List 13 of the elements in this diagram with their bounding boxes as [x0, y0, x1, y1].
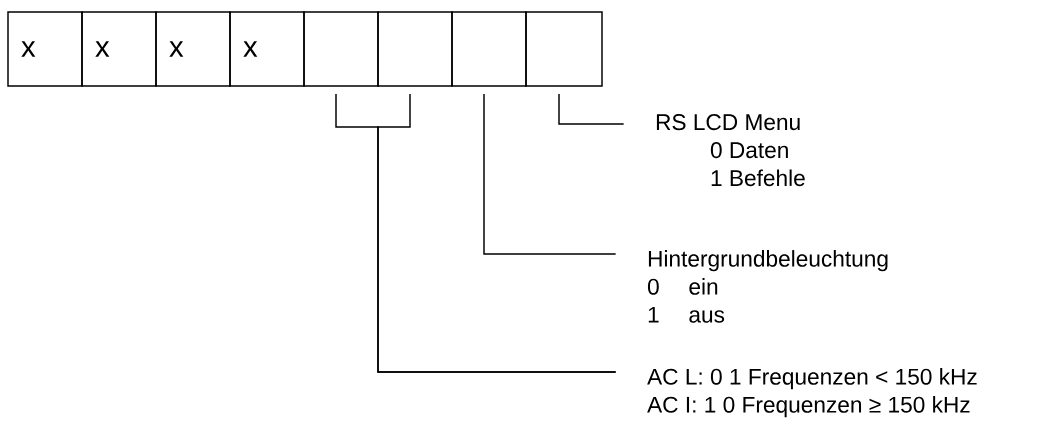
- bit-cell: x: [155, 11, 231, 87]
- empty-cell: [377, 11, 453, 87]
- bit-cell: x: [81, 11, 157, 87]
- empty-cell: [525, 11, 603, 87]
- bit-cell: x: [229, 11, 305, 87]
- empty-cell: [451, 11, 527, 87]
- connector-line: [558, 93, 625, 125]
- bit-cell: x: [7, 11, 83, 87]
- empty-cell: [303, 11, 379, 87]
- description-text: RS LCD Menu 0 Daten 1 Befehle: [656, 114, 805, 187]
- description-text: AC L: 0 1 Frequenzen < 150 kHz AC I: 1 0 Frequenzen ≥ 150 kHz: [647, 368, 977, 418]
- description-text: Hintergrundbeleuchtung 0 ein 1 aus: [647, 250, 888, 323]
- connector-line: [483, 93, 617, 255]
